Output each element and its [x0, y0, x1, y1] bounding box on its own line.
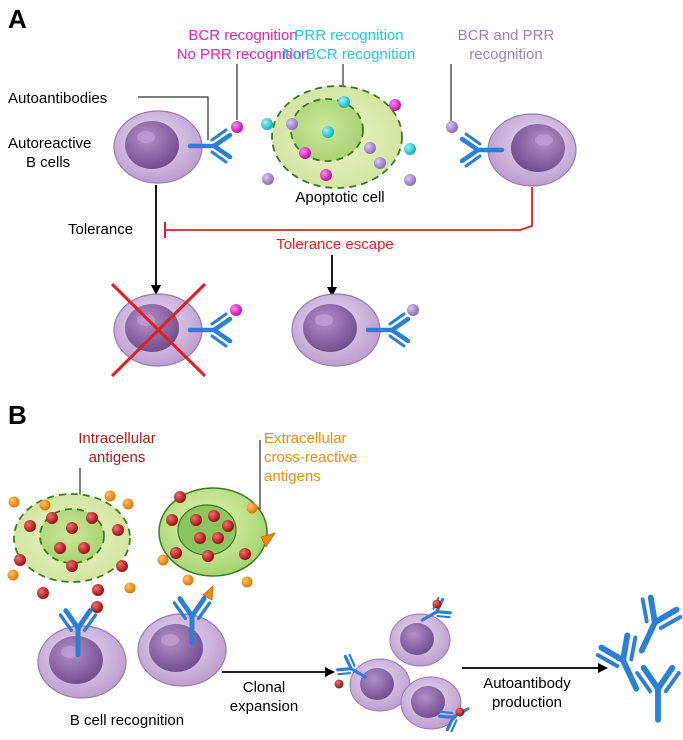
intracellular-antigen [174, 491, 186, 503]
tolerance-escape-label: Tolerance escape [276, 236, 394, 253]
magenta-antigen [299, 147, 311, 159]
intracellular-antigen [54, 542, 66, 554]
b-cell-recognition-extracellular [137, 599, 227, 687]
autoreactive-label-line2: B cells [26, 154, 70, 171]
extracellular-antigen [122, 498, 134, 510]
red-antigen-bound [455, 707, 465, 717]
intracellular-antigen [37, 587, 49, 599]
intracellular-label-line2: antigens [89, 449, 146, 466]
lavender-antigen [374, 157, 386, 169]
expanded-b-cell [389, 594, 454, 667]
magenta-antigen-bound [230, 304, 242, 316]
intracellular-antigen [194, 532, 206, 544]
intracellular-label-line1: Intracellular [78, 430, 156, 447]
magenta-antigen-bound [231, 121, 243, 133]
autoreactive-b-cell-bcr [113, 110, 243, 184]
intracellular-antigen [92, 584, 104, 596]
both-label-line1: BCR and PRR [458, 27, 555, 44]
intracellular-antigen [14, 554, 26, 566]
apoptotic-cell [261, 85, 416, 189]
extracellular-label-line2: cross-reactive [264, 449, 357, 466]
cross-reactive-antigen-triangle [202, 585, 214, 601]
bcr-only-label-line2: No PRR recognition [177, 46, 310, 63]
extracellular-antigen [124, 582, 136, 594]
autoreactive-label-line1: Autoreactive [8, 135, 91, 152]
expanded-b-cell [334, 651, 411, 712]
lavender-antigen [286, 118, 298, 130]
cross-reactive-antigen-triangle [260, 532, 276, 548]
autoantibodies-label: Autoantibodies [8, 90, 107, 107]
intracellular-antigen [239, 548, 251, 560]
clonal-expansion-label-line1: Clonal [243, 679, 286, 696]
escaped-b-cell [291, 293, 419, 367]
apoptotic-cell-label: Apoptotic cell [295, 189, 384, 206]
intracellular-antigen [222, 520, 234, 532]
apoptotic-cell-extracellular [158, 487, 268, 577]
extracellular-antigen [157, 554, 169, 566]
cyan-antigen [261, 118, 273, 130]
prr-only-label-line1: PRR recognition [294, 27, 403, 44]
red-antigen-bound [432, 599, 442, 609]
tolerance-label: Tolerance [68, 221, 133, 238]
expanded-b-cell [400, 676, 475, 735]
intracellular-antigen [66, 560, 78, 572]
intracellular-antigen [86, 512, 98, 524]
magenta-antigen [389, 99, 401, 111]
autoantibody-production-label-line2: production [492, 694, 562, 711]
cyan-antigen [338, 96, 350, 108]
intracellular-antigen [202, 550, 214, 562]
autoreactive-b-cell-both [446, 113, 577, 187]
intracellular-antigen [116, 560, 128, 572]
autoantibody-production-label-line1: Autoantibody [483, 675, 571, 692]
extracellular-antigen [241, 576, 253, 588]
intracellular-antigen [166, 514, 178, 526]
lavender-antigen-bound [446, 121, 458, 133]
prr-only-label-line2: No BCR recognition [283, 46, 416, 63]
intracellular-antigen [112, 524, 124, 536]
intracellular-antigen [91, 601, 103, 613]
intracellular-antigen [78, 542, 90, 554]
bcr-only-label-line1: BCR recognition [188, 27, 297, 44]
both-label-line2: recognition [469, 46, 542, 63]
b-cell-recognition-intracellular [37, 611, 127, 699]
lavender-antigen [404, 174, 416, 186]
extracellular-antigen [246, 502, 258, 514]
red-antigen-bound [334, 679, 344, 689]
intracellular-antigen [46, 512, 58, 524]
extracellular-antigen [7, 569, 19, 581]
extracellular-antigen [104, 490, 116, 502]
clonal-expansion-label-line2: expansion [230, 698, 298, 715]
extracellular-label-line1: Extracellular [264, 430, 347, 447]
intracellular-antigen [66, 522, 78, 534]
secreted-autoantibody [637, 668, 679, 720]
tolerance-escape-line [165, 187, 533, 231]
magenta-antigen [320, 169, 332, 181]
extracellular-antigen [39, 499, 51, 511]
cyan-antigen [322, 126, 334, 138]
deletion-cross-icon [110, 282, 207, 378]
autoantibodies-leader [138, 96, 209, 140]
panel-b-antigens [7, 490, 276, 613]
extracellular-label-line3: antigens [264, 468, 321, 485]
lavender-antigen-bound [407, 304, 419, 316]
intracellular-antigen [24, 520, 36, 532]
lavender-antigen [364, 142, 376, 154]
panel-b-label: B [8, 400, 27, 430]
extracellular-antigen [8, 496, 20, 508]
intracellular-antigen [212, 532, 224, 544]
lavender-antigen [262, 173, 274, 185]
extracellular-antigen [182, 574, 194, 586]
b-cell-recognition-label: B cell recognition [70, 712, 184, 729]
deleted-b-cell [110, 282, 242, 378]
intracellular-antigen [170, 547, 182, 559]
intracellular-antigen [208, 510, 220, 522]
intracellular-antigen [190, 514, 202, 526]
cyan-antigen [404, 143, 416, 155]
panel-a-label: A [8, 4, 27, 34]
